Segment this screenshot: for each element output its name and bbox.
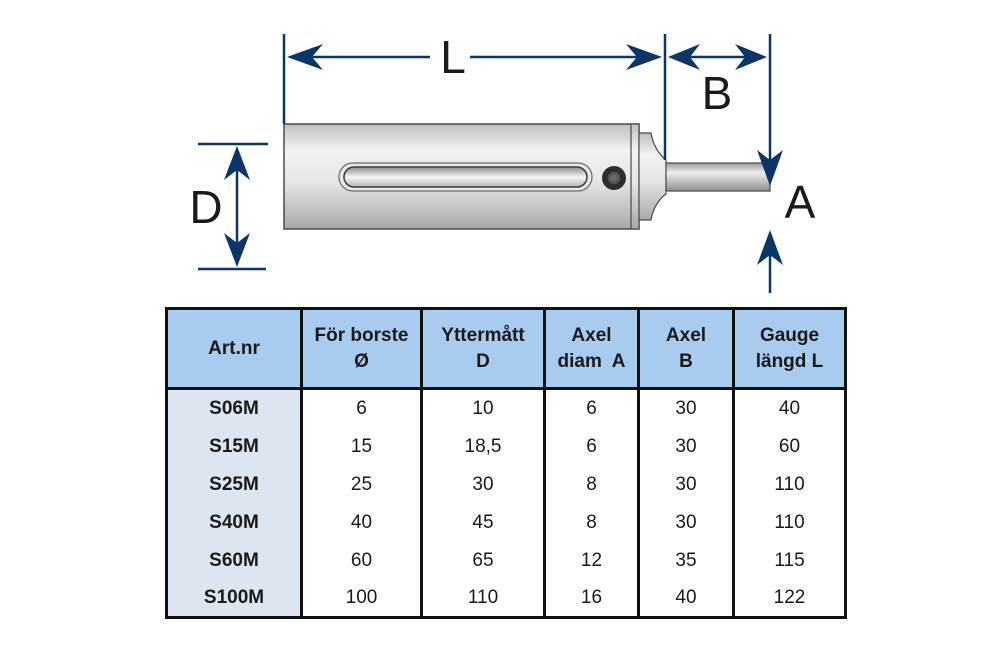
dimension-A xyxy=(757,230,783,293)
cell-shaft-diameter-A: 16 xyxy=(543,580,640,618)
header-line1: Axel xyxy=(665,324,707,346)
arrow-right-icon xyxy=(626,44,662,70)
cell-outer-dimension-D: 30 xyxy=(420,466,546,504)
cell-brush-diameter: 60 xyxy=(300,542,423,580)
cell-brush-diameter: 15 xyxy=(300,428,423,466)
cell-outer-dimension-D: 110 xyxy=(420,580,546,618)
cell-artnr: S40M xyxy=(165,504,303,542)
cell-shaft-length-B: 35 xyxy=(637,542,735,580)
cell-artnr: S15M xyxy=(165,428,303,466)
cell-outer-dimension-D: 10 xyxy=(420,388,546,428)
cell-outer-dimension-D: 18,5 xyxy=(420,428,546,466)
cell-brush-diameter: 6 xyxy=(300,388,423,428)
arrow-down-icon xyxy=(757,150,783,186)
cell-gauge-length-L: 122 xyxy=(732,580,847,618)
header-line2: längd L xyxy=(755,350,824,372)
dimension-label-B: B xyxy=(702,67,733,119)
set-screw-hex xyxy=(610,174,618,182)
cell-artnr: S06M xyxy=(165,388,303,428)
arrow-up-icon xyxy=(757,230,783,265)
cell-gauge-length-L: 40 xyxy=(732,388,847,428)
body-collar xyxy=(630,123,640,230)
column-header-artnr: Art.nr xyxy=(165,308,303,390)
arrow-left-icon xyxy=(668,44,700,70)
header-line1: Yttermått xyxy=(441,324,525,346)
dimension-label-L: L xyxy=(440,31,466,83)
cell-artnr: S25M xyxy=(165,466,303,504)
header-line1: För borste xyxy=(314,324,409,346)
cell-gauge-length-L: 60 xyxy=(732,428,847,466)
cell-gauge-length-L: 110 xyxy=(732,466,847,504)
header-line2: D xyxy=(476,350,490,372)
cell-shaft-length-B: 30 xyxy=(637,504,735,542)
body-neck xyxy=(638,132,667,221)
header-line1: Gauge xyxy=(759,324,820,346)
header-line2: diam A xyxy=(557,350,626,372)
column-header-gauge-length-L: Gauge längd L xyxy=(732,308,847,390)
cell-outer-dimension-D: 65 xyxy=(420,542,546,580)
cell-gauge-length-L: 115 xyxy=(732,542,847,580)
dimension-D xyxy=(198,142,268,271)
header-line2: Ø xyxy=(354,350,369,372)
header-line2: B xyxy=(679,350,693,372)
header-line1: Axel xyxy=(571,324,612,346)
header-line1: Art.nr xyxy=(208,337,260,359)
cell-shaft-length-B: 30 xyxy=(637,466,735,504)
cell-brush-diameter: 25 xyxy=(300,466,423,504)
slot-inner xyxy=(343,166,588,188)
dimension-label-D: D xyxy=(189,181,222,233)
cell-shaft-diameter-A: 6 xyxy=(543,428,640,466)
column-header-shaft-diameter-A: Axel diam A xyxy=(543,308,640,390)
shank xyxy=(665,162,771,192)
cell-artnr: S60M xyxy=(165,542,303,580)
dimension-B xyxy=(668,34,783,186)
cell-shaft-diameter-A: 8 xyxy=(543,466,640,504)
cell-outer-dimension-D: 45 xyxy=(420,504,546,542)
cell-brush-diameter: 40 xyxy=(300,504,423,542)
dimension-label-A: A xyxy=(785,176,816,228)
dimension-L xyxy=(282,34,667,160)
cell-shaft-diameter-A: 8 xyxy=(543,504,640,542)
cell-shaft-length-B: 30 xyxy=(637,388,735,428)
arrow-down-icon xyxy=(224,233,250,267)
arrow-up-icon xyxy=(224,146,250,180)
cell-shaft-diameter-A: 6 xyxy=(543,388,640,428)
arrow-left-icon xyxy=(287,44,323,70)
cell-brush-diameter: 100 xyxy=(300,580,423,618)
arrow-right-icon xyxy=(735,44,767,70)
technical-drawing: L B A D xyxy=(189,31,816,293)
cell-shaft-diameter-A: 12 xyxy=(543,542,640,580)
cell-artnr: S100M xyxy=(165,580,303,618)
cell-shaft-length-B: 40 xyxy=(637,580,735,618)
cell-gauge-length-L: 110 xyxy=(732,504,847,542)
cell-shaft-length-B: 30 xyxy=(637,428,735,466)
brush-holder-body xyxy=(283,123,771,230)
